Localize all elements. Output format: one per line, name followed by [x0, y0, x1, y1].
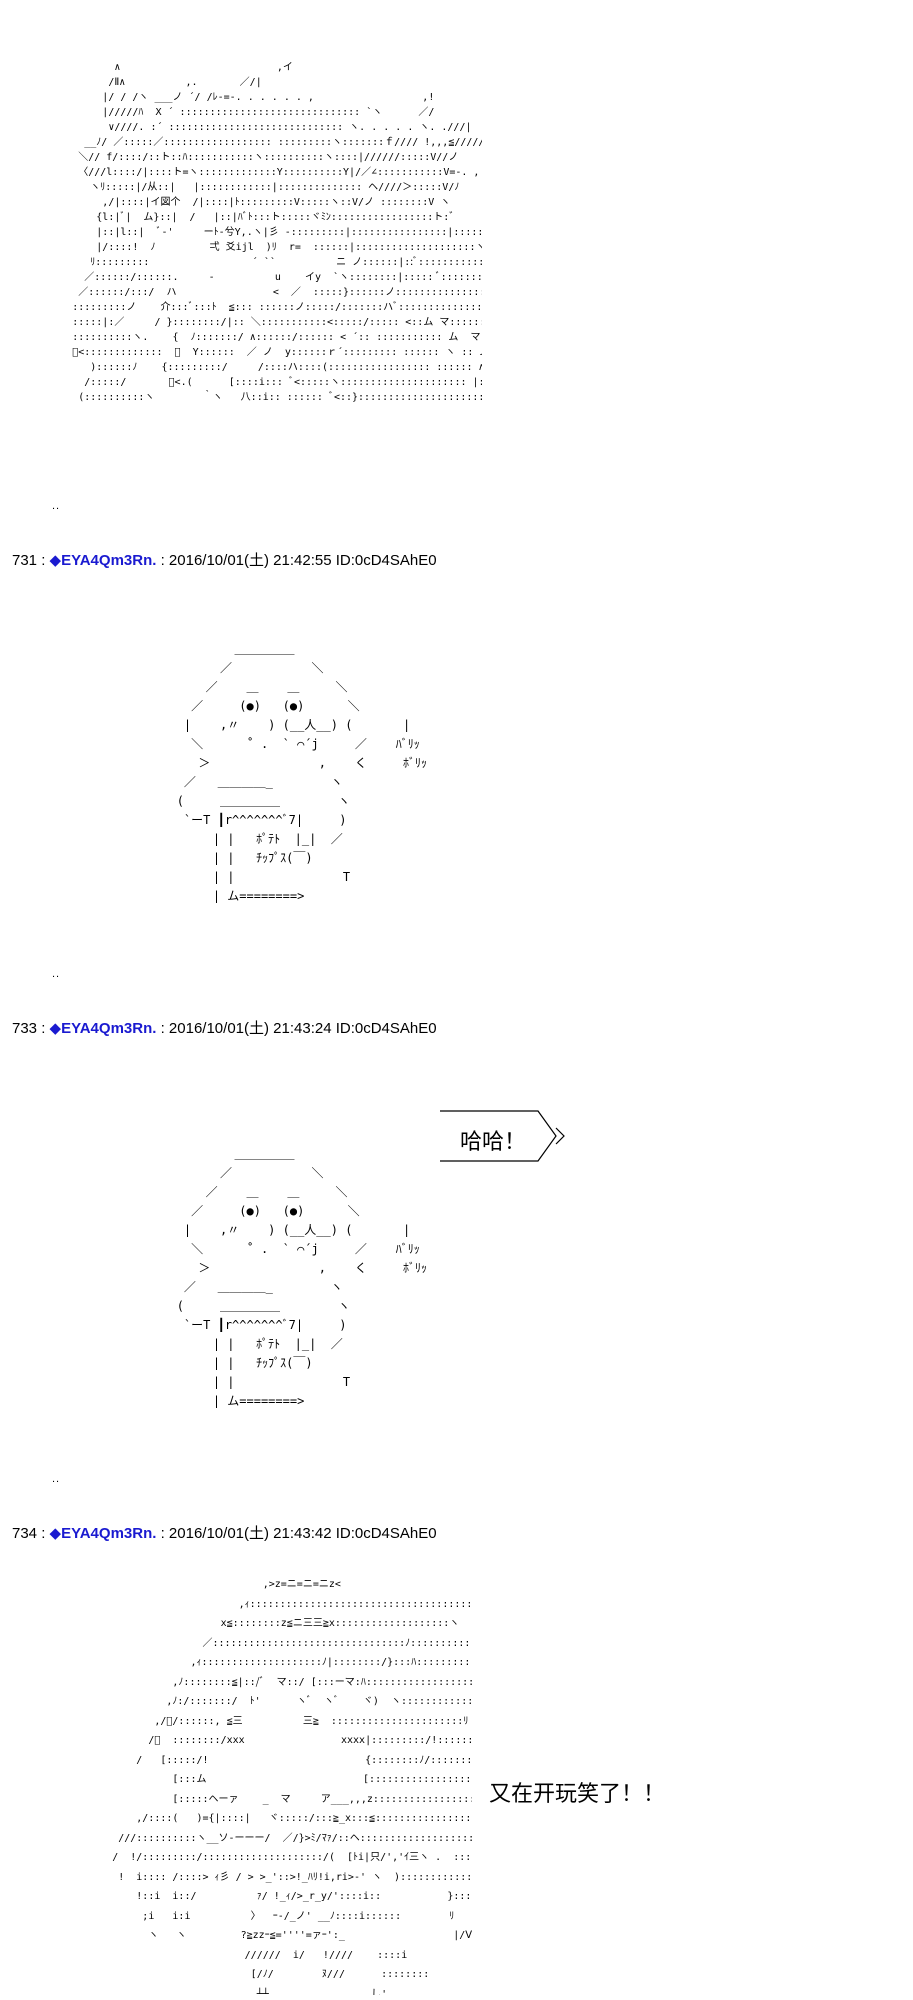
trip-diamond-icon: ◆	[49, 1020, 62, 1037]
separator-dots: ..	[52, 500, 61, 512]
separator-dots: ..	[52, 1473, 61, 1485]
trip-diamond-icon: ◆	[49, 552, 62, 569]
post-datetime-id: : 2016/10/01(土) 21:43:24 ID:0cD4SAhE0	[156, 1020, 437, 1037]
speech-bubble: 哈哈！	[438, 1108, 568, 1164]
post-separator: :	[37, 1525, 50, 1542]
poster-name[interactable]: EYA4Qm3Rn.	[61, 1020, 157, 1037]
post-header: 733 : ◆EYA4Qm3Rn. : 2016/10/01(土) 21:43:…	[12, 1017, 437, 1038]
post-number: 731	[12, 552, 38, 569]
post-datetime-id: : 2016/10/01(土) 21:43:42 ID:0cD4SAhE0	[156, 1525, 437, 1542]
post-datetime-id: : 2016/10/01(土) 21:42:55 ID:0cD4SAhE0	[156, 552, 437, 569]
post-number: 734	[12, 1525, 38, 1542]
speech-bubble-text: 哈哈！	[460, 1130, 527, 1155]
post-header: 734 : ◆EYA4Qm3Rn. : 2016/10/01(土) 21:43:…	[12, 1522, 437, 1543]
separator-dots: ..	[52, 968, 61, 980]
caption-text: 又在开玩笑了！！	[489, 1782, 666, 1807]
ascii-art-creature: ∧ ,イ /Ⅱ∧ ,. ／/| |/ / /ヽ ___ノ ´/ /ﾚ-=-. .…	[66, 62, 482, 403]
post-header: 731 : ◆EYA4Qm3Rn. : 2016/10/01(土) 21:42:…	[12, 549, 437, 570]
speech-bubble-outline	[440, 1110, 565, 1162]
poster-name[interactable]: EYA4Qm3Rn.	[61, 552, 157, 569]
ascii-art-potato-eater: ＿＿＿＿＿ ／ ＼ ／ ＿ ＿ ＼ ／ (●) (●) ＼ | ,〃 ) (__…	[176, 642, 427, 903]
post-number: 733	[12, 1020, 38, 1037]
ascii-art-potato-eater: ＿＿＿＿＿ ／ ＼ ／ ＿ ＿ ＼ ／ (●) (●) ＼ | ,〃 ) (__…	[176, 1147, 427, 1408]
ascii-art-bear: ,>z=ニ=ニ=ニz< ,ｨ::::::::::::::::::::::::::…	[112, 1579, 472, 1995]
trip-diamond-icon: ◆	[49, 1525, 62, 1542]
post-separator: :	[37, 1020, 50, 1037]
post-separator: :	[37, 552, 50, 569]
poster-name[interactable]: EYA4Qm3Rn.	[61, 1525, 157, 1542]
